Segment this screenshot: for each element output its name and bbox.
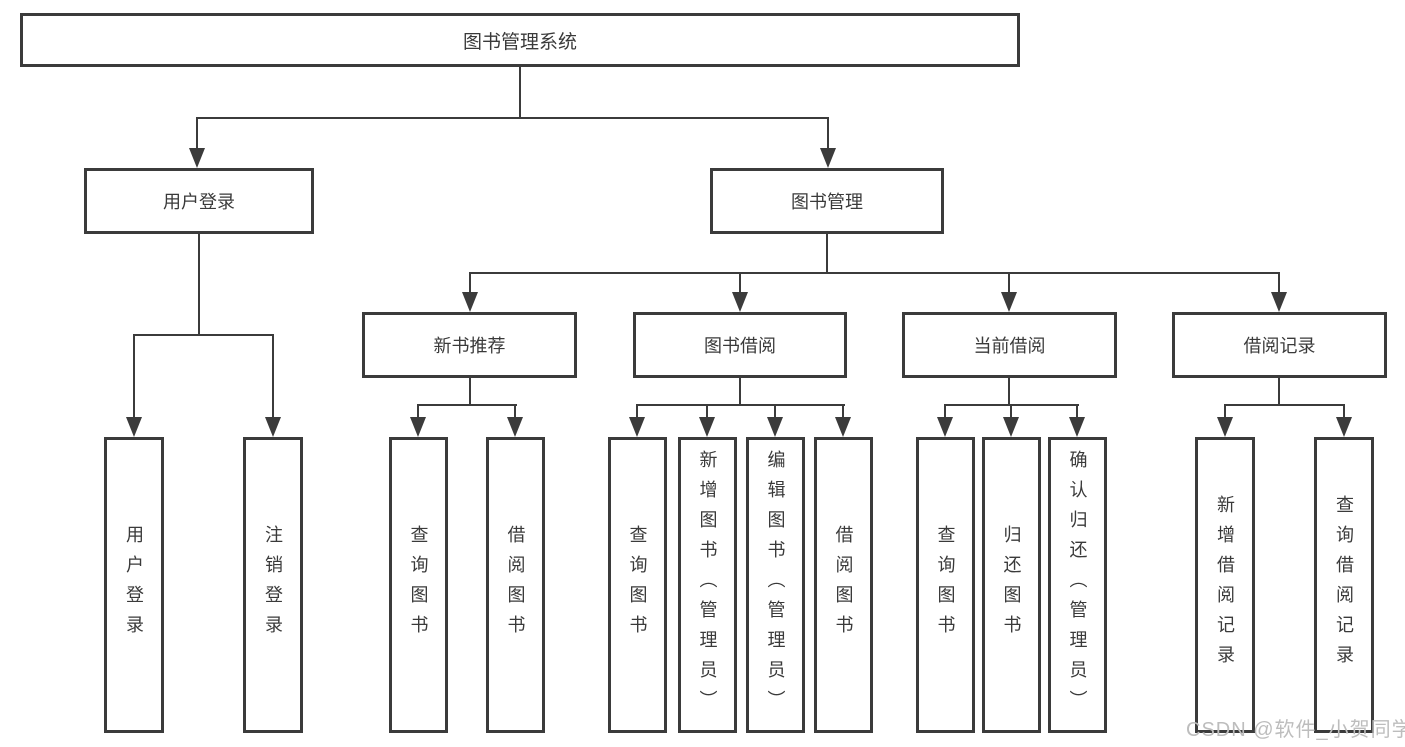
arrow-down-icon bbox=[1069, 417, 1085, 437]
leaf-add-borrow-record: 新增借阅记录 bbox=[1195, 437, 1255, 733]
arrow-down-icon bbox=[629, 417, 645, 437]
leaf-query-books-borrow: 查询图书 bbox=[608, 437, 667, 733]
node-new-book-recommend: 新书推荐 bbox=[362, 312, 577, 378]
connector-line bbox=[1010, 405, 1012, 418]
connector-line bbox=[739, 378, 741, 405]
arrow-down-icon bbox=[462, 292, 478, 312]
connector-line bbox=[1076, 405, 1078, 418]
connector-line bbox=[944, 405, 946, 418]
connector-line bbox=[469, 378, 471, 405]
node-book-borrow: 图书借阅 bbox=[633, 312, 847, 378]
connector-line bbox=[133, 335, 135, 418]
connector-line bbox=[706, 405, 708, 418]
arrow-down-icon bbox=[1003, 417, 1019, 437]
node-book-management: 图书管理 bbox=[710, 168, 944, 234]
arrow-down-icon bbox=[699, 417, 715, 437]
connector-line bbox=[198, 234, 200, 335]
leaf-borrow-books: 借阅图书 bbox=[814, 437, 873, 733]
arrow-down-icon bbox=[820, 148, 836, 168]
node-borrow-records: 借阅记录 bbox=[1172, 312, 1387, 378]
node-root: 图书管理系统 bbox=[20, 13, 1020, 67]
arrow-down-icon bbox=[835, 417, 851, 437]
connector-line bbox=[514, 405, 516, 418]
connector-line bbox=[1343, 405, 1345, 418]
leaf-edit-books-admin: 编辑图书（管理员） bbox=[746, 437, 805, 733]
connector-line bbox=[774, 405, 776, 418]
leaf-logout: 注销登录 bbox=[243, 437, 303, 733]
node-user-login: 用户登录 bbox=[84, 168, 314, 234]
connector-line bbox=[196, 117, 829, 119]
connector-line bbox=[827, 118, 829, 149]
arrow-down-icon bbox=[265, 417, 281, 437]
connector-line bbox=[1224, 405, 1226, 418]
arrow-down-icon bbox=[189, 148, 205, 168]
leaf-query-borrow-record: 查询借阅记录 bbox=[1314, 437, 1374, 733]
connector-line bbox=[842, 405, 844, 418]
connector-line bbox=[1008, 273, 1010, 293]
arrow-down-icon bbox=[507, 417, 523, 437]
connector-line bbox=[826, 234, 828, 273]
connector-line bbox=[1224, 404, 1345, 406]
leaf-user-login: 用户登录 bbox=[104, 437, 164, 733]
arrow-down-icon bbox=[1217, 417, 1233, 437]
leaf-query-books-current: 查询图书 bbox=[916, 437, 975, 733]
node-current-borrow: 当前借阅 bbox=[902, 312, 1117, 378]
arrow-down-icon bbox=[1271, 292, 1287, 312]
connector-line bbox=[636, 404, 845, 406]
connector-line bbox=[133, 334, 274, 336]
connector-line bbox=[417, 405, 419, 418]
connector-line bbox=[1008, 378, 1010, 405]
connector-line bbox=[519, 67, 521, 118]
connector-line bbox=[469, 272, 1280, 274]
arrow-down-icon bbox=[732, 292, 748, 312]
connector-line bbox=[272, 335, 274, 418]
connector-line bbox=[1278, 378, 1280, 405]
connector-line bbox=[636, 405, 638, 418]
arrow-down-icon bbox=[937, 417, 953, 437]
watermark: CSDN @软件_小贺同学 bbox=[1186, 719, 1405, 741]
connector-line bbox=[469, 273, 471, 293]
connector-line bbox=[417, 404, 517, 406]
arrow-down-icon bbox=[126, 417, 142, 437]
leaf-add-books-admin: 新增图书（管理员） bbox=[678, 437, 737, 733]
leaf-query-books-recommend: 查询图书 bbox=[389, 437, 448, 733]
arrow-down-icon bbox=[410, 417, 426, 437]
arrow-down-icon bbox=[767, 417, 783, 437]
arrow-down-icon bbox=[1001, 292, 1017, 312]
leaf-borrow-books-recommend: 借阅图书 bbox=[486, 437, 545, 733]
arrow-down-icon bbox=[1336, 417, 1352, 437]
connector-line bbox=[739, 273, 741, 293]
connector-line bbox=[196, 118, 198, 149]
leaf-confirm-return-admin: 确认归还（管理员） bbox=[1048, 437, 1107, 733]
leaf-return-books: 归还图书 bbox=[982, 437, 1041, 733]
connector-line bbox=[1278, 273, 1280, 293]
